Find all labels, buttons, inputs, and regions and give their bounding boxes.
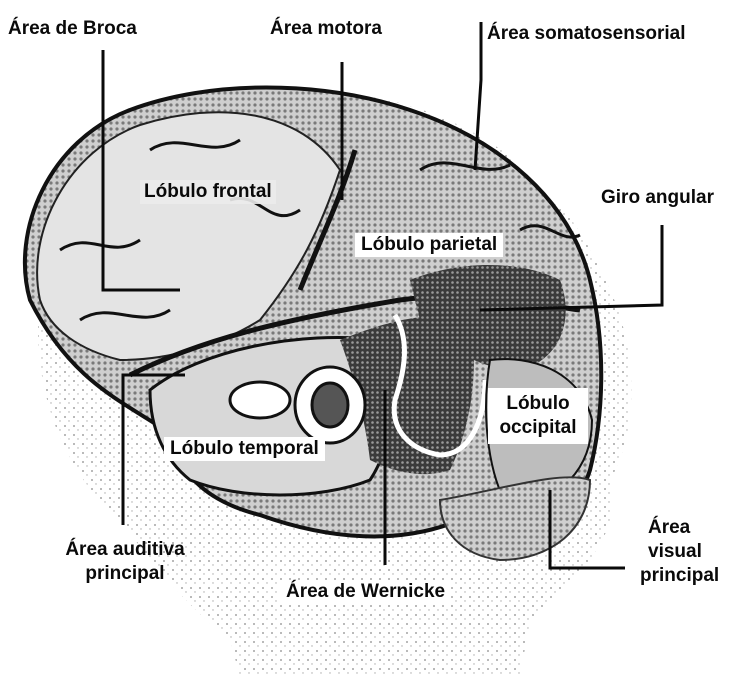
label-visual-line3: principal [640,564,719,588]
label-wernicke: Área de Wernicke [280,580,451,604]
label-temporal-lobe: Lóbulo temporal [164,437,325,461]
label-angular-gyrus: Giro angular [601,186,714,210]
label-broca: Área de Broca [8,17,137,41]
label-occipital-lobe: Lóbulo occipital [488,388,588,444]
label-visual: Área visual principal [640,516,719,588]
label-somatosensory: Área somatosensorial [487,22,686,46]
label-auditory-line2: principal [45,562,205,586]
label-visual-line1: Área [640,516,719,540]
label-auditory: Área auditiva principal [45,538,205,586]
label-parietal-lobe: Lóbulo parietal [355,233,503,257]
label-visual-line2: visual [640,540,719,564]
label-frontal-lobe: Lóbulo frontal [140,180,276,204]
label-occipital-line2: occipital [488,416,588,440]
label-occipital-line1: Lóbulo [488,392,588,416]
label-motor: Área motora [270,17,382,41]
label-auditory-line1: Área auditiva [45,538,205,562]
